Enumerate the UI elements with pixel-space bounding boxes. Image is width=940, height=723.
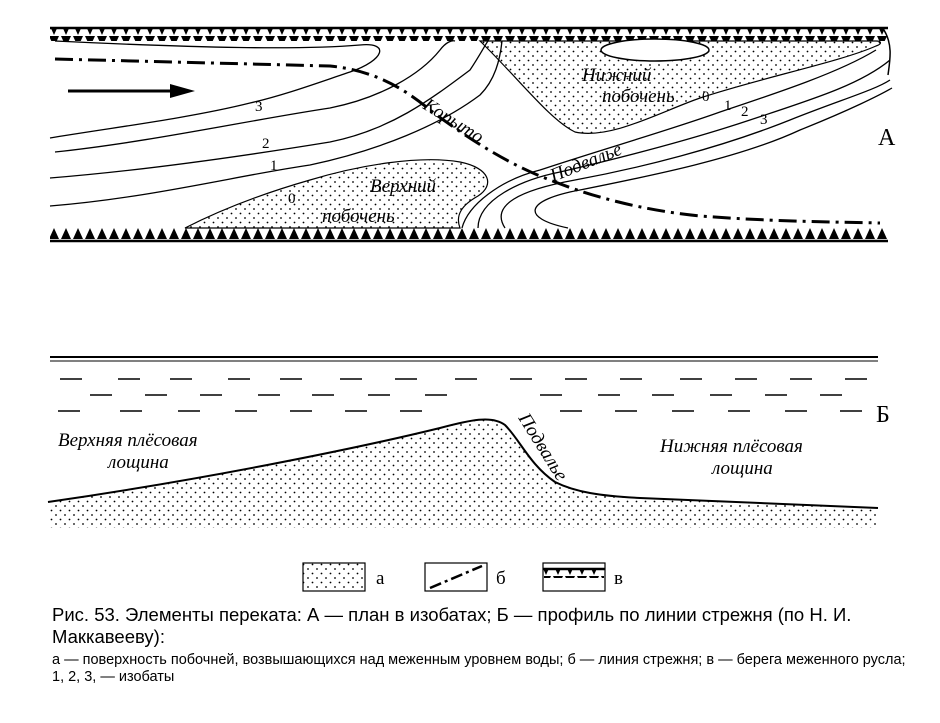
podvalye-label-plan: Подвалье	[546, 139, 625, 187]
isobath-label-1-downstream: 1	[724, 98, 732, 114]
upper-pool-label-line1: Верхняя плёсовая	[58, 430, 198, 451]
legend-swatch-dots	[302, 562, 366, 592]
isobath-label-2-upstream: 2	[262, 136, 270, 152]
trough-label: Корыто	[419, 94, 488, 148]
legend-label-b: б	[496, 568, 506, 589]
caption-sub: а — поверхность побочней, возвышающихся …	[52, 652, 906, 685]
isobath-label-0-upstream: 0	[288, 191, 296, 207]
caption-main: Рис. 53. Элементы переката: А — план в и…	[52, 604, 852, 647]
legend-item-a: а	[302, 562, 385, 592]
riverbed-profile-line	[47, 418, 879, 509]
panel-b-letter: Б	[876, 402, 890, 428]
lower-bank	[50, 228, 888, 243]
panel-a-letter: А	[878, 125, 896, 151]
legend: а б в	[302, 562, 623, 592]
upper-bar-label-line2: побочень	[322, 206, 395, 227]
isobath-label-0-downstream: 0	[702, 89, 710, 105]
panel-b-profile: Верхняя плёсовая лощина Нижняя плёсовая …	[47, 356, 890, 528]
water-dashes	[58, 378, 867, 412]
upper-pool-label-line2: лощина	[107, 452, 169, 473]
legend-label-a: а	[376, 568, 385, 589]
upper-side-bar	[184, 159, 489, 229]
legend-label-v: в	[614, 568, 623, 589]
lower-side-bar	[478, 40, 882, 134]
legend-item-b: б	[424, 562, 506, 592]
legend-item-v: в	[542, 562, 623, 592]
lower-pool-label-line1: Нижняя плёсовая	[659, 436, 803, 457]
panel-a-plan: 3 2 1 0 0 1 2 3 Нижний побочень Верхний …	[49, 26, 896, 243]
isobaths-upstream	[49, 40, 503, 207]
lower-bar-label-line1: Нижний	[581, 65, 652, 86]
upper-bar-label-line1: Верхний	[370, 176, 437, 197]
isobath-label-3-upstream: 3	[255, 99, 263, 115]
isobaths-downstream	[461, 49, 893, 229]
lower-bar-island	[600, 38, 710, 62]
isobath-label-1-upstream: 1	[270, 158, 278, 174]
lower-bar-label-line2: побочень	[602, 86, 675, 107]
upper-bank	[50, 26, 888, 41]
flow-arrow	[68, 84, 195, 98]
isobath-label-2-downstream: 2	[741, 104, 749, 120]
riverbed-profile	[48, 419, 878, 528]
isobath-label-3-downstream: 3	[760, 112, 768, 128]
lower-pool-label-line2: лощина	[711, 458, 773, 479]
thalweg-line	[54, 57, 881, 225]
water-level	[50, 356, 878, 362]
figure-caption: Рис. 53. Элементы переката: А — план в и…	[52, 604, 912, 686]
